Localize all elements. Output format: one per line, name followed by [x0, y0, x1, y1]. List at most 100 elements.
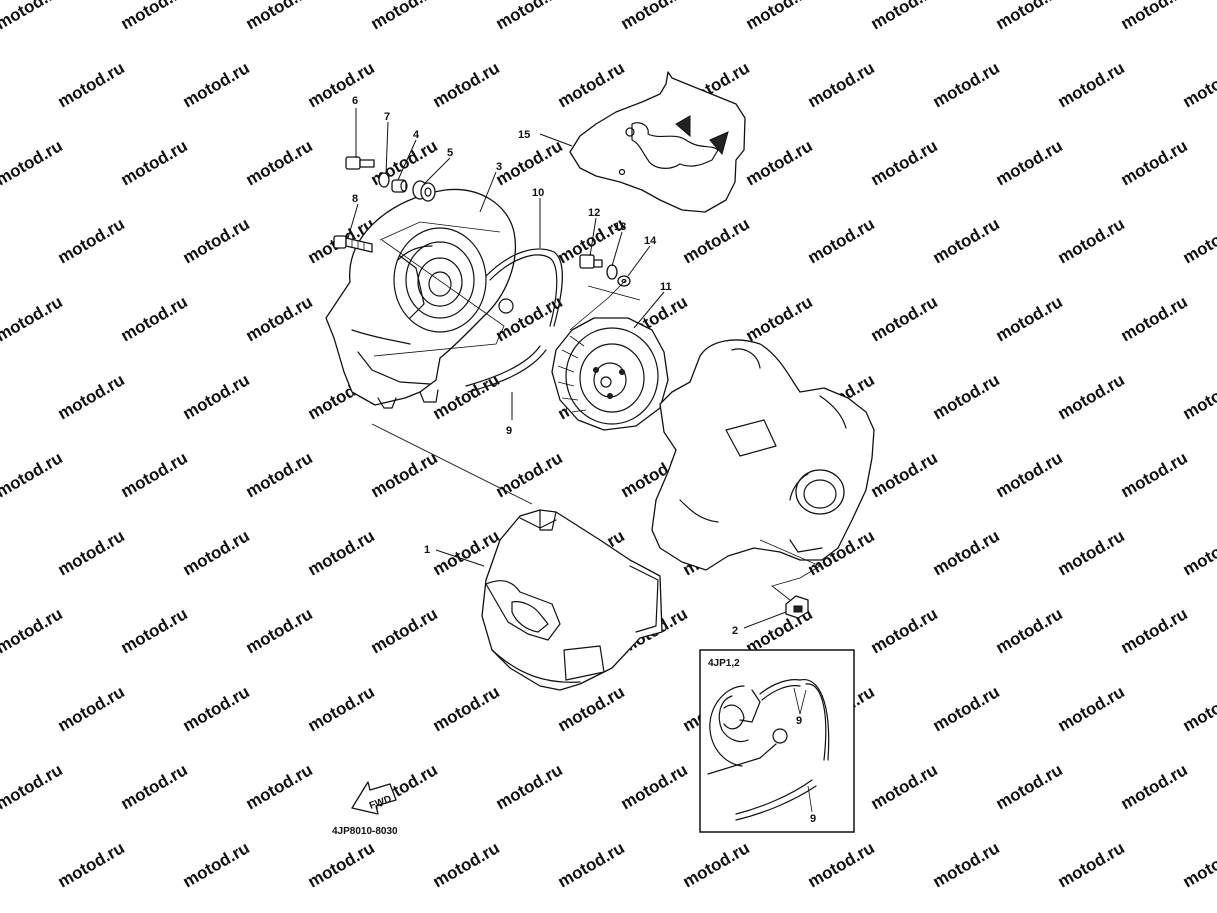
diagram-code: 4JP8010-8030	[332, 826, 398, 837]
watermark-text-98: motod.ru	[1055, 682, 1128, 735]
watermark-text-11: motod.ru	[180, 58, 253, 111]
part-9-hose	[465, 345, 547, 393]
watermark-text-0: motod.ru	[0, 0, 66, 33]
part-1-shroud	[481, 509, 663, 691]
watermark-text-26: motod.ru	[743, 136, 816, 189]
watermark-text-91: motod.ru	[180, 682, 253, 735]
watermark-text-36: motod.ru	[805, 214, 878, 267]
watermark-text-94: motod.ru	[555, 682, 628, 735]
part-13-washer	[606, 264, 618, 280]
watermark-text-30: motod.ru	[55, 214, 128, 267]
callout-1: 1	[424, 544, 430, 556]
watermark-text-101: motod.ru	[118, 760, 191, 813]
watermark-text-17: motod.ru	[930, 58, 1003, 111]
watermark-text-38: motod.ru	[1055, 214, 1128, 267]
watermark-text-50: motod.ru	[55, 370, 128, 423]
watermark-text-24: motod.ru	[493, 136, 566, 189]
watermark-text-93: motod.ru	[430, 682, 503, 735]
watermark-text-53: motod.ru	[430, 370, 503, 423]
part-14-washer	[617, 275, 631, 287]
watermark-text-47: motod.ru	[868, 292, 941, 345]
leader-lines	[347, 108, 787, 629]
watermark-text-12: motod.ru	[305, 58, 378, 111]
watermark-text-22: motod.ru	[243, 136, 316, 189]
watermark-text-2: motod.ru	[243, 0, 316, 33]
watermark-text-80: motod.ru	[0, 604, 66, 657]
part-11-fan	[551, 317, 669, 431]
watermark-text-58: motod.ru	[1055, 370, 1128, 423]
watermark-text-39: motod.ru	[1180, 214, 1217, 267]
watermark-text-10: motod.ru	[55, 58, 128, 111]
watermark-text-68: motod.ru	[993, 448, 1066, 501]
watermark-text-28: motod.ru	[993, 136, 1066, 189]
watermark-text-112: motod.ru	[305, 838, 378, 891]
watermark-text-42: motod.ru	[243, 292, 316, 345]
watermark-text-111: motod.ru	[180, 838, 253, 891]
part-6-bolt	[345, 156, 375, 170]
watermark-text-37: motod.ru	[930, 214, 1003, 267]
watermark-text-88: motod.ru	[993, 604, 1066, 657]
watermark-text-105: motod.ru	[618, 760, 691, 813]
watermark-text-4: motod.ru	[493, 0, 566, 33]
watermark-text-72: motod.ru	[305, 526, 378, 579]
watermark-text-81: motod.ru	[118, 604, 191, 657]
watermark-text-9: motod.ru	[1118, 0, 1191, 33]
watermark-text-1: motod.ru	[118, 0, 191, 33]
callout-14: 14	[644, 235, 657, 247]
part-8-screw	[333, 235, 373, 253]
callout-15: 15	[518, 129, 530, 141]
callout-13: 13	[614, 221, 626, 233]
watermark-text-8: motod.ru	[993, 0, 1066, 33]
callout-11: 11	[660, 281, 672, 293]
watermark-text-82: motod.ru	[243, 604, 316, 657]
watermark-text-115: motod.ru	[680, 838, 753, 891]
watermark-text-114: motod.ru	[555, 838, 628, 891]
watermark-text-31: motod.ru	[180, 214, 253, 267]
callout-3: 3	[496, 161, 502, 173]
watermark-text-35: motod.ru	[680, 214, 753, 267]
inset-title: 4JP1,2	[708, 658, 740, 669]
callout-4: 4	[413, 129, 420, 141]
watermark-text-102: motod.ru	[243, 760, 316, 813]
watermark-text-51: motod.ru	[180, 370, 253, 423]
watermark-text-104: motod.ru	[493, 760, 566, 813]
watermark-text-109: motod.ru	[1118, 760, 1191, 813]
watermark-text-5: motod.ru	[618, 0, 691, 33]
watermark-text-64: motod.ru	[493, 448, 566, 501]
fwd-arrow-icon: FWD	[351, 781, 397, 815]
watermark-text-100: motod.ru	[0, 760, 66, 813]
watermark-text-6: motod.ru	[743, 0, 816, 33]
watermark-text-40: motod.ru	[0, 292, 66, 345]
watermark-text-71: motod.ru	[180, 526, 253, 579]
assembly-lines	[371, 221, 821, 601]
watermark-text-14: motod.ru	[555, 58, 628, 111]
watermark-text-63: motod.ru	[368, 448, 441, 501]
watermark-text-41: motod.ru	[118, 292, 191, 345]
part-15-plate	[569, 71, 746, 213]
part-12-bolt	[579, 254, 603, 269]
watermark-text-69: motod.ru	[1118, 448, 1191, 501]
watermark-text-77: motod.ru	[930, 526, 1003, 579]
watermark-text-48: motod.ru	[993, 292, 1066, 345]
watermark-text-79: motod.ru	[1180, 526, 1217, 579]
part-10-hose	[485, 248, 563, 327]
watermark-text-27: motod.ru	[868, 136, 941, 189]
watermark-text-21: motod.ru	[118, 136, 191, 189]
callout-9: 9	[506, 425, 512, 437]
watermark-text-113: motod.ru	[430, 838, 503, 891]
callout-6: 6	[352, 95, 358, 107]
watermark-text-89: motod.ru	[1118, 604, 1191, 657]
watermark-text-20: motod.ru	[0, 136, 66, 189]
watermark-text-13: motod.ru	[430, 58, 503, 111]
watermark-text-7: motod.ru	[868, 0, 941, 33]
watermark-text-99: motod.ru	[1180, 682, 1217, 735]
part-3-fan-cover	[325, 188, 516, 409]
part-5-grommet	[412, 180, 436, 202]
inset-callout-9-bottom: 9	[810, 813, 816, 825]
callout-2: 2	[732, 625, 738, 637]
watermark-text-78: motod.ru	[1055, 526, 1128, 579]
watermark-text-108: motod.ru	[993, 760, 1066, 813]
callout-labels: 1 2 3 4 5 6 7 8 9 10 11 12 13 14 15	[352, 95, 738, 637]
watermark-text-117: motod.ru	[930, 838, 1003, 891]
